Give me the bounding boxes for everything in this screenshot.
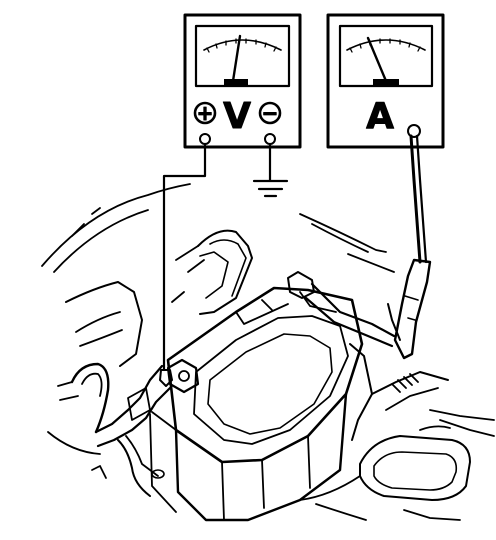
ammeter-needle-base — [373, 79, 399, 85]
wiring-harness — [70, 362, 110, 434]
ammeter-lead — [387, 134, 432, 360]
voltmeter-needle — [231, 34, 242, 83]
ammeter-post-icon — [407, 124, 421, 138]
ground-symbol-icon — [252, 179, 289, 198]
minus-sign: − — [262, 101, 279, 125]
ammeter-scale-ticks — [349, 38, 421, 53]
right-bracket — [349, 343, 373, 441]
ammeter-scale-arc — [346, 39, 426, 51]
battery-top-panel — [193, 315, 349, 445]
positive-terminal — [166, 358, 200, 394]
battery-side — [174, 392, 348, 522]
voltmeter-positive-post-icon — [199, 133, 211, 145]
fuse-box-cover — [359, 435, 471, 501]
plus-terminal-symbol-icon — [193, 101, 217, 125]
battery-cell-cover — [207, 333, 333, 435]
ammeter-needle — [366, 36, 388, 83]
voltmeter-scale-arc — [203, 39, 282, 51]
ammeter-symbol: A — [366, 96, 394, 137]
ground-connection — [252, 142, 289, 198]
plus-sign: + — [197, 101, 214, 125]
ammeter-dial-window — [338, 24, 434, 88]
voltmeter-needle-base — [224, 79, 248, 85]
voltmeter-dial-window — [194, 24, 291, 88]
minus-terminal-symbol-icon — [258, 101, 282, 125]
negative-terminal — [287, 271, 315, 299]
voltmeter-case — [183, 13, 302, 149]
voltmeter-scale-ticks — [206, 38, 277, 53]
battery-hold-down-bracket — [197, 229, 253, 315]
left-air-duct — [65, 281, 143, 367]
voltmeter-symbol: V — [223, 96, 251, 137]
ammeter-case — [326, 13, 445, 149]
voltmeter: + V − — [183, 13, 302, 149]
inductive-clamp — [393, 258, 432, 360]
ammeter: A — [326, 13, 445, 149]
fender-outline — [41, 183, 191, 267]
engine-bay — [41, 183, 495, 522]
voltmeter-negative-post-icon — [264, 133, 276, 145]
